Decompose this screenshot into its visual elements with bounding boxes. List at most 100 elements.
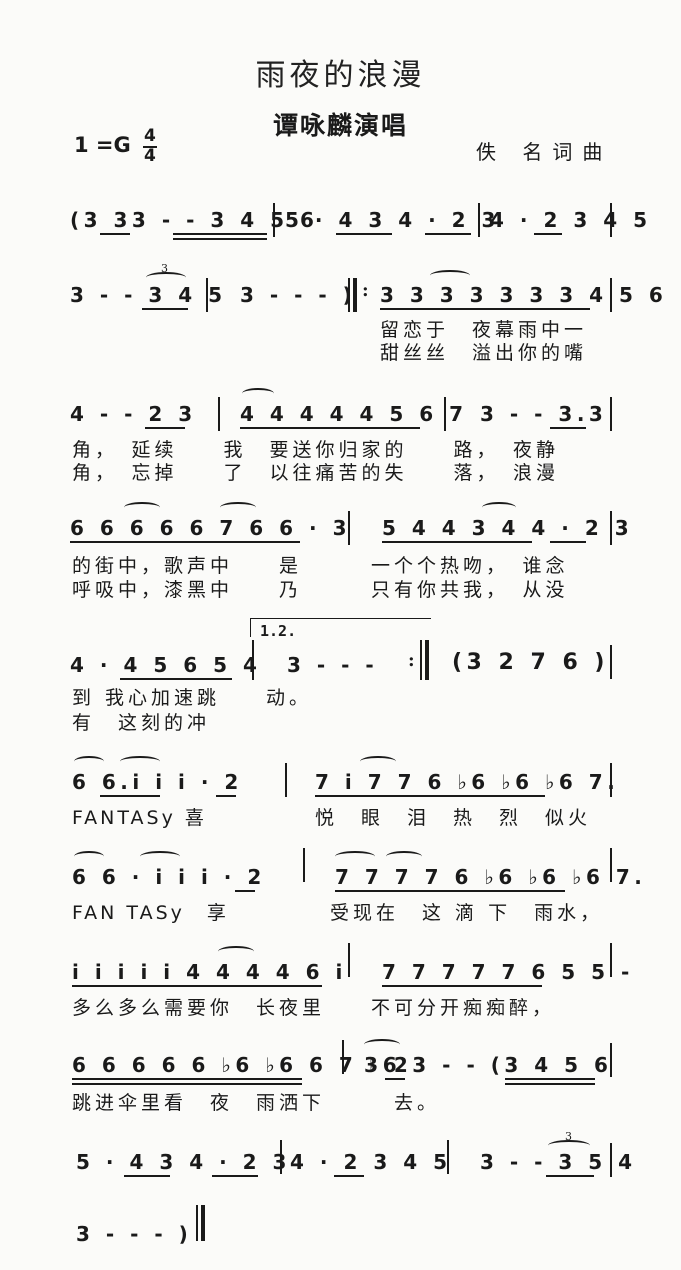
- beam-underline: [550, 541, 586, 543]
- lyric-verse-1: 角， 延续 我 要送你归家的 路， 夜静: [72, 439, 560, 461]
- barline: [610, 397, 612, 431]
- notes-measure: 4 · 2 3 4 5: [490, 208, 652, 232]
- tie-slur: [120, 756, 160, 767]
- barline: [447, 1140, 449, 1174]
- beam-underline: [70, 541, 300, 543]
- tie-slur: [430, 270, 470, 281]
- time-signature-top: 4: [144, 126, 156, 146]
- tie-slur: [335, 851, 375, 862]
- lyric-verse-2: 甜丝丝 溢出你的嘴: [380, 342, 588, 364]
- barline: [444, 397, 446, 431]
- beam-underline: [534, 233, 562, 235]
- volta-label: 1.2.: [260, 622, 297, 640]
- triplet-mark: 3: [161, 262, 168, 275]
- song-title: 雨夜的浪漫: [255, 58, 426, 93]
- beam-underline: [240, 427, 420, 429]
- lyric-line: FAN TASy 享: [72, 902, 229, 924]
- beam-underline: [505, 1078, 595, 1080]
- lyric-verse-1: 到 我心加速跳 动。: [72, 687, 313, 709]
- barline: [610, 278, 612, 312]
- time-signature-bottom: 4: [144, 146, 156, 166]
- triplet-slur: [146, 272, 186, 283]
- beam-underline: [550, 427, 586, 429]
- beam-underline: [546, 1175, 594, 1177]
- tie-slur: [124, 502, 160, 513]
- beam-underline: [380, 308, 590, 310]
- tie-slur: [74, 851, 104, 862]
- tie-slur: [74, 756, 104, 767]
- notes-measure: (3 33 - - 3 4 5 6: [70, 208, 319, 232]
- time-signature-bar: [143, 146, 157, 148]
- notes-measure: 6 6 · i i i · 2: [72, 865, 266, 889]
- lyric-line: FANTASy 喜: [72, 807, 207, 829]
- beam-underline: [335, 890, 565, 892]
- barline: [610, 943, 612, 977]
- notes-measure: 4 · 4 5 6 5 4: [70, 653, 262, 677]
- repeat-barline: [420, 640, 422, 680]
- barline: [610, 1043, 612, 1077]
- barline: [610, 645, 612, 679]
- tie-slur: [218, 946, 254, 957]
- lyric-verse-1: 的街中，歌声中 是 一个个热吻， 谁念: [72, 555, 569, 577]
- beam-underline: [120, 678, 232, 680]
- beam-underline: [100, 795, 160, 797]
- notes-measure: 4 - - 2 3: [70, 402, 197, 426]
- beam-underline: [100, 233, 130, 235]
- notes-measure: i i i i i 4 4 4 4 6 i: [72, 960, 347, 984]
- beam-underline: [145, 427, 185, 429]
- barline: [478, 203, 480, 237]
- notes-measure: 3 - - 3 5 4: [480, 1150, 637, 1174]
- beam-underline: [72, 1083, 302, 1085]
- notes-measure: 6 6 6 6 6 7 6 6 · 3: [70, 516, 352, 540]
- barline: [206, 278, 208, 312]
- notes-measure: 3 23 - - (3 4 5 6: [364, 1053, 613, 1077]
- barline: [610, 848, 612, 882]
- lyric-line: 悦 眼 泪 热 烈 似火: [315, 807, 592, 829]
- key-signature: 1 =G: [74, 133, 131, 157]
- notes-measure: 5 4 4 3 4 4 · 2 3: [382, 516, 634, 540]
- tie-slur: [220, 502, 256, 513]
- notes-measure: (3 2 7 6 ): [452, 650, 609, 675]
- beam-underline: [315, 795, 545, 797]
- beam-underline: [235, 890, 255, 892]
- tie-slur: [364, 1039, 400, 1050]
- beam-underline: [385, 1078, 405, 1080]
- beam-underline: [173, 238, 267, 240]
- tie-slur: [482, 502, 516, 513]
- notes-measure: 5 · 4 3 4 · 2 3: [76, 1150, 291, 1174]
- beam-underline: [216, 795, 236, 797]
- tie-slur: [140, 851, 180, 862]
- repeat-dots: :: [408, 650, 415, 671]
- lyric-line: 多么多么需要你 长夜里 不可分开痴痴醉，: [72, 997, 556, 1019]
- tie-slur: [242, 388, 274, 399]
- triplet-slur: [548, 1140, 590, 1151]
- notes-measure: 3 - - 3 4 5: [70, 283, 227, 307]
- singer-credit: 谭咏麟演唱: [272, 111, 408, 140]
- notes-measure: 3 - - - ): [240, 283, 357, 307]
- composer-credit: 佚 名词曲: [476, 140, 613, 164]
- notes-measure: 4 4 4 4 4 5 6 7: [240, 402, 468, 426]
- beam-underline: [382, 541, 532, 543]
- repeat-barline: [348, 278, 350, 312]
- tie-slur: [360, 756, 396, 767]
- beam-underline: [173, 233, 267, 235]
- triplet-mark: 3: [565, 1130, 572, 1143]
- volta-bracket: [250, 618, 431, 637]
- lyric-verse-1: 留恋于 夜幕雨中一: [380, 319, 588, 341]
- notes-measure: 3 - - 3.3: [480, 402, 608, 426]
- lyric-verse-2: 有 这刻的冲: [72, 712, 211, 734]
- beam-underline: [72, 985, 322, 987]
- beam-underline: [425, 233, 471, 235]
- lyric-verse-2: 角， 忘掉 了 以往痛苦的失 落， 浪漫: [72, 462, 560, 484]
- barline: [348, 943, 350, 977]
- notes-measure: 7 7 7 7 6 ♭6 ♭6 ♭6 7.: [335, 865, 647, 889]
- lyric-line: 跳进伞里看 夜 雨洒下 去。: [72, 1092, 441, 1114]
- notes-measure: 4 · 2 3 4 5: [290, 1150, 452, 1174]
- beam-underline: [124, 1175, 170, 1177]
- barline: [342, 1040, 344, 1074]
- notes-measure: 7 i 7 7 6 ♭6 ♭6 ♭6 7.: [315, 770, 620, 794]
- beam-underline: [505, 1083, 595, 1085]
- beam-underline: [72, 1078, 302, 1080]
- notes-measure: 3 - - - ): [76, 1222, 193, 1244]
- repeat-barline-thick: [425, 640, 429, 680]
